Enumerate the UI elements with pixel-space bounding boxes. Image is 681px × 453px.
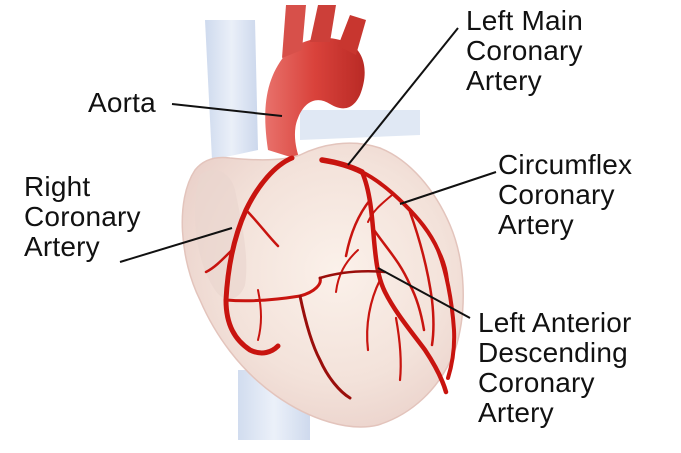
label-line: Artery	[478, 398, 632, 428]
pulmonary-vessel	[300, 110, 420, 140]
aorta-label: Aorta	[88, 88, 156, 118]
label-line: Artery	[466, 66, 583, 96]
label-line: Coronary	[24, 202, 141, 232]
label-line: Artery	[24, 232, 141, 262]
label-line: Left Anterior	[478, 308, 632, 338]
label-line: Coronary	[478, 368, 632, 398]
label-line: Artery	[498, 210, 632, 240]
left-anterior-descending-coronary-artery-label: Left Anterior Descending Coronary Artery	[478, 308, 632, 428]
label-line: Left Main	[466, 6, 583, 36]
left-main-leader-line	[348, 28, 458, 165]
label-line: Descending	[478, 338, 632, 368]
label-line: Coronary	[498, 180, 632, 210]
aorta-vessel	[265, 38, 364, 160]
aorta-label-text: Aorta	[88, 88, 156, 118]
superior-vena-cava	[205, 20, 258, 160]
label-line: Coronary	[466, 36, 583, 66]
left-main-coronary-artery-label: Left Main Coronary Artery	[466, 6, 583, 96]
right-coronary-artery-label: Right Coronary Artery	[24, 172, 141, 262]
label-line: Circumflex	[498, 150, 632, 180]
circumflex-coronary-artery-label: Circumflex Coronary Artery	[498, 150, 632, 240]
label-line: Right	[24, 172, 141, 202]
aortic-branch-2	[310, 5, 336, 42]
